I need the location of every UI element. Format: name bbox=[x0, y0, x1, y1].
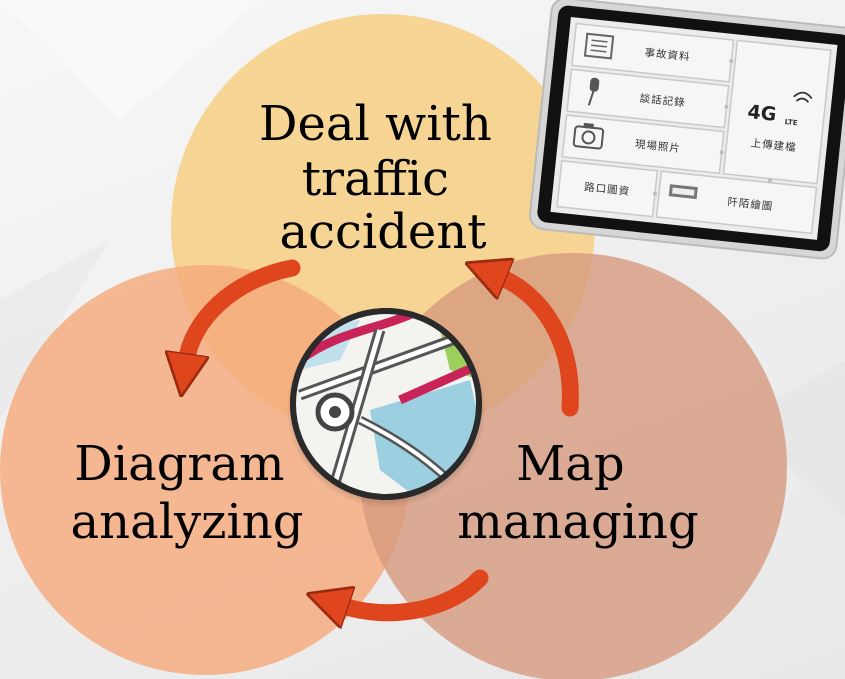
camera-icon bbox=[572, 122, 605, 150]
map-tool-icon bbox=[668, 184, 698, 200]
label-map-managing: Map managing bbox=[457, 436, 698, 550]
microphone-icon bbox=[587, 77, 600, 106]
tablet-device: 事故資料 談話記錄 現場照片 4G LTE 上傳建檔 路口圖資 阡陌繪圖 bbox=[529, 0, 845, 260]
label-diagram-analyzing: Diagram analyzing bbox=[71, 436, 304, 550]
arrow-accident-to-diagram bbox=[186, 259, 301, 362]
map-badge-icon bbox=[286, 308, 486, 508]
tablet-item-road-drawing: 阡陌繪圖 bbox=[727, 195, 774, 213]
tablet-item-scene-photo: 現場照片 bbox=[634, 137, 681, 155]
signal-icon bbox=[793, 91, 813, 103]
network-lte-label: LTE bbox=[784, 118, 798, 127]
tablet-item-intersection-data: 路口圖資 bbox=[584, 180, 631, 198]
arrow-map-to-accident bbox=[498, 276, 579, 417]
tablet-item-conversation-record: 談話記錄 bbox=[639, 92, 686, 110]
tablet-item-upload: 上傳建檔 bbox=[750, 136, 797, 154]
label-traffic-accident: Deal with traffic accident bbox=[259, 96, 507, 260]
arrow-map-to-diagram bbox=[340, 569, 489, 613]
tablet-item-accident-data: 事故資料 bbox=[644, 46, 691, 64]
document-icon bbox=[583, 32, 615, 60]
network-4g-label: 4G bbox=[746, 101, 777, 126]
